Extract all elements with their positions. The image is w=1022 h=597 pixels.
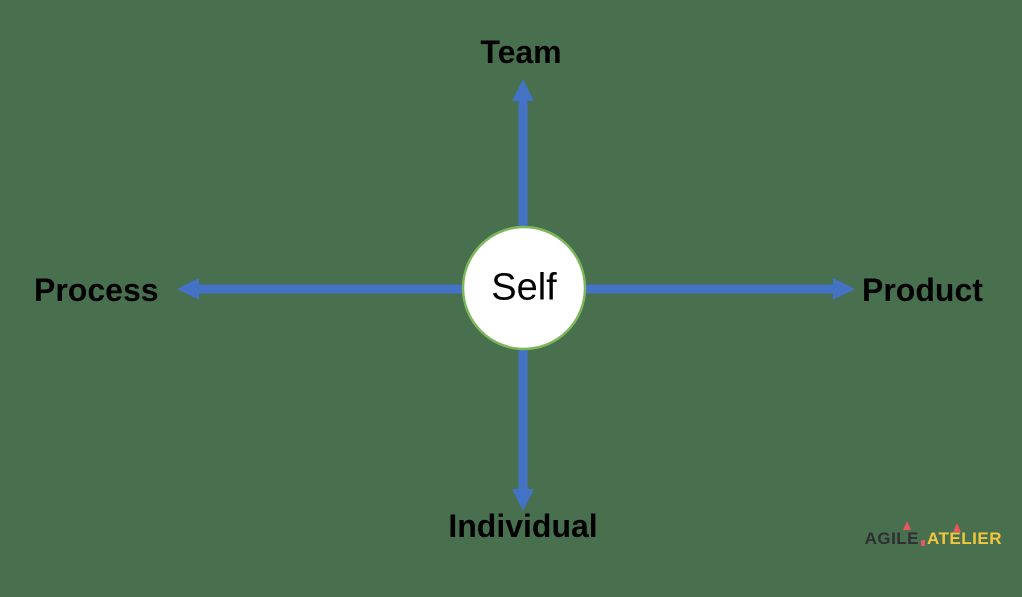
axis-label-team: Team [480, 34, 562, 70]
self-circle [461, 225, 587, 351]
spark-icon [921, 540, 926, 546]
logo-text-agile: AGILE [864, 521, 926, 548]
left-arrowhead-icon [177, 278, 199, 300]
center-label-self: Self [491, 266, 557, 309]
agile-atelier-logo: AGILE ATELIER [864, 521, 1002, 548]
axis-label-individual: Individual [448, 508, 598, 544]
rocket-icon [953, 523, 962, 532]
right-arrowhead-icon [833, 278, 855, 300]
axis-label-product: Product [862, 272, 983, 308]
down-arrowhead-icon [512, 489, 534, 511]
rocket-icon [902, 521, 911, 530]
logo-word-agile: AGILE [864, 529, 920, 548]
logo-word-atelier: ATELIER [927, 529, 1002, 548]
axis-label-process: Process [34, 272, 159, 308]
up-arrowhead-icon [512, 79, 534, 101]
logo-text-atelier: ATELIER [927, 523, 1002, 548]
